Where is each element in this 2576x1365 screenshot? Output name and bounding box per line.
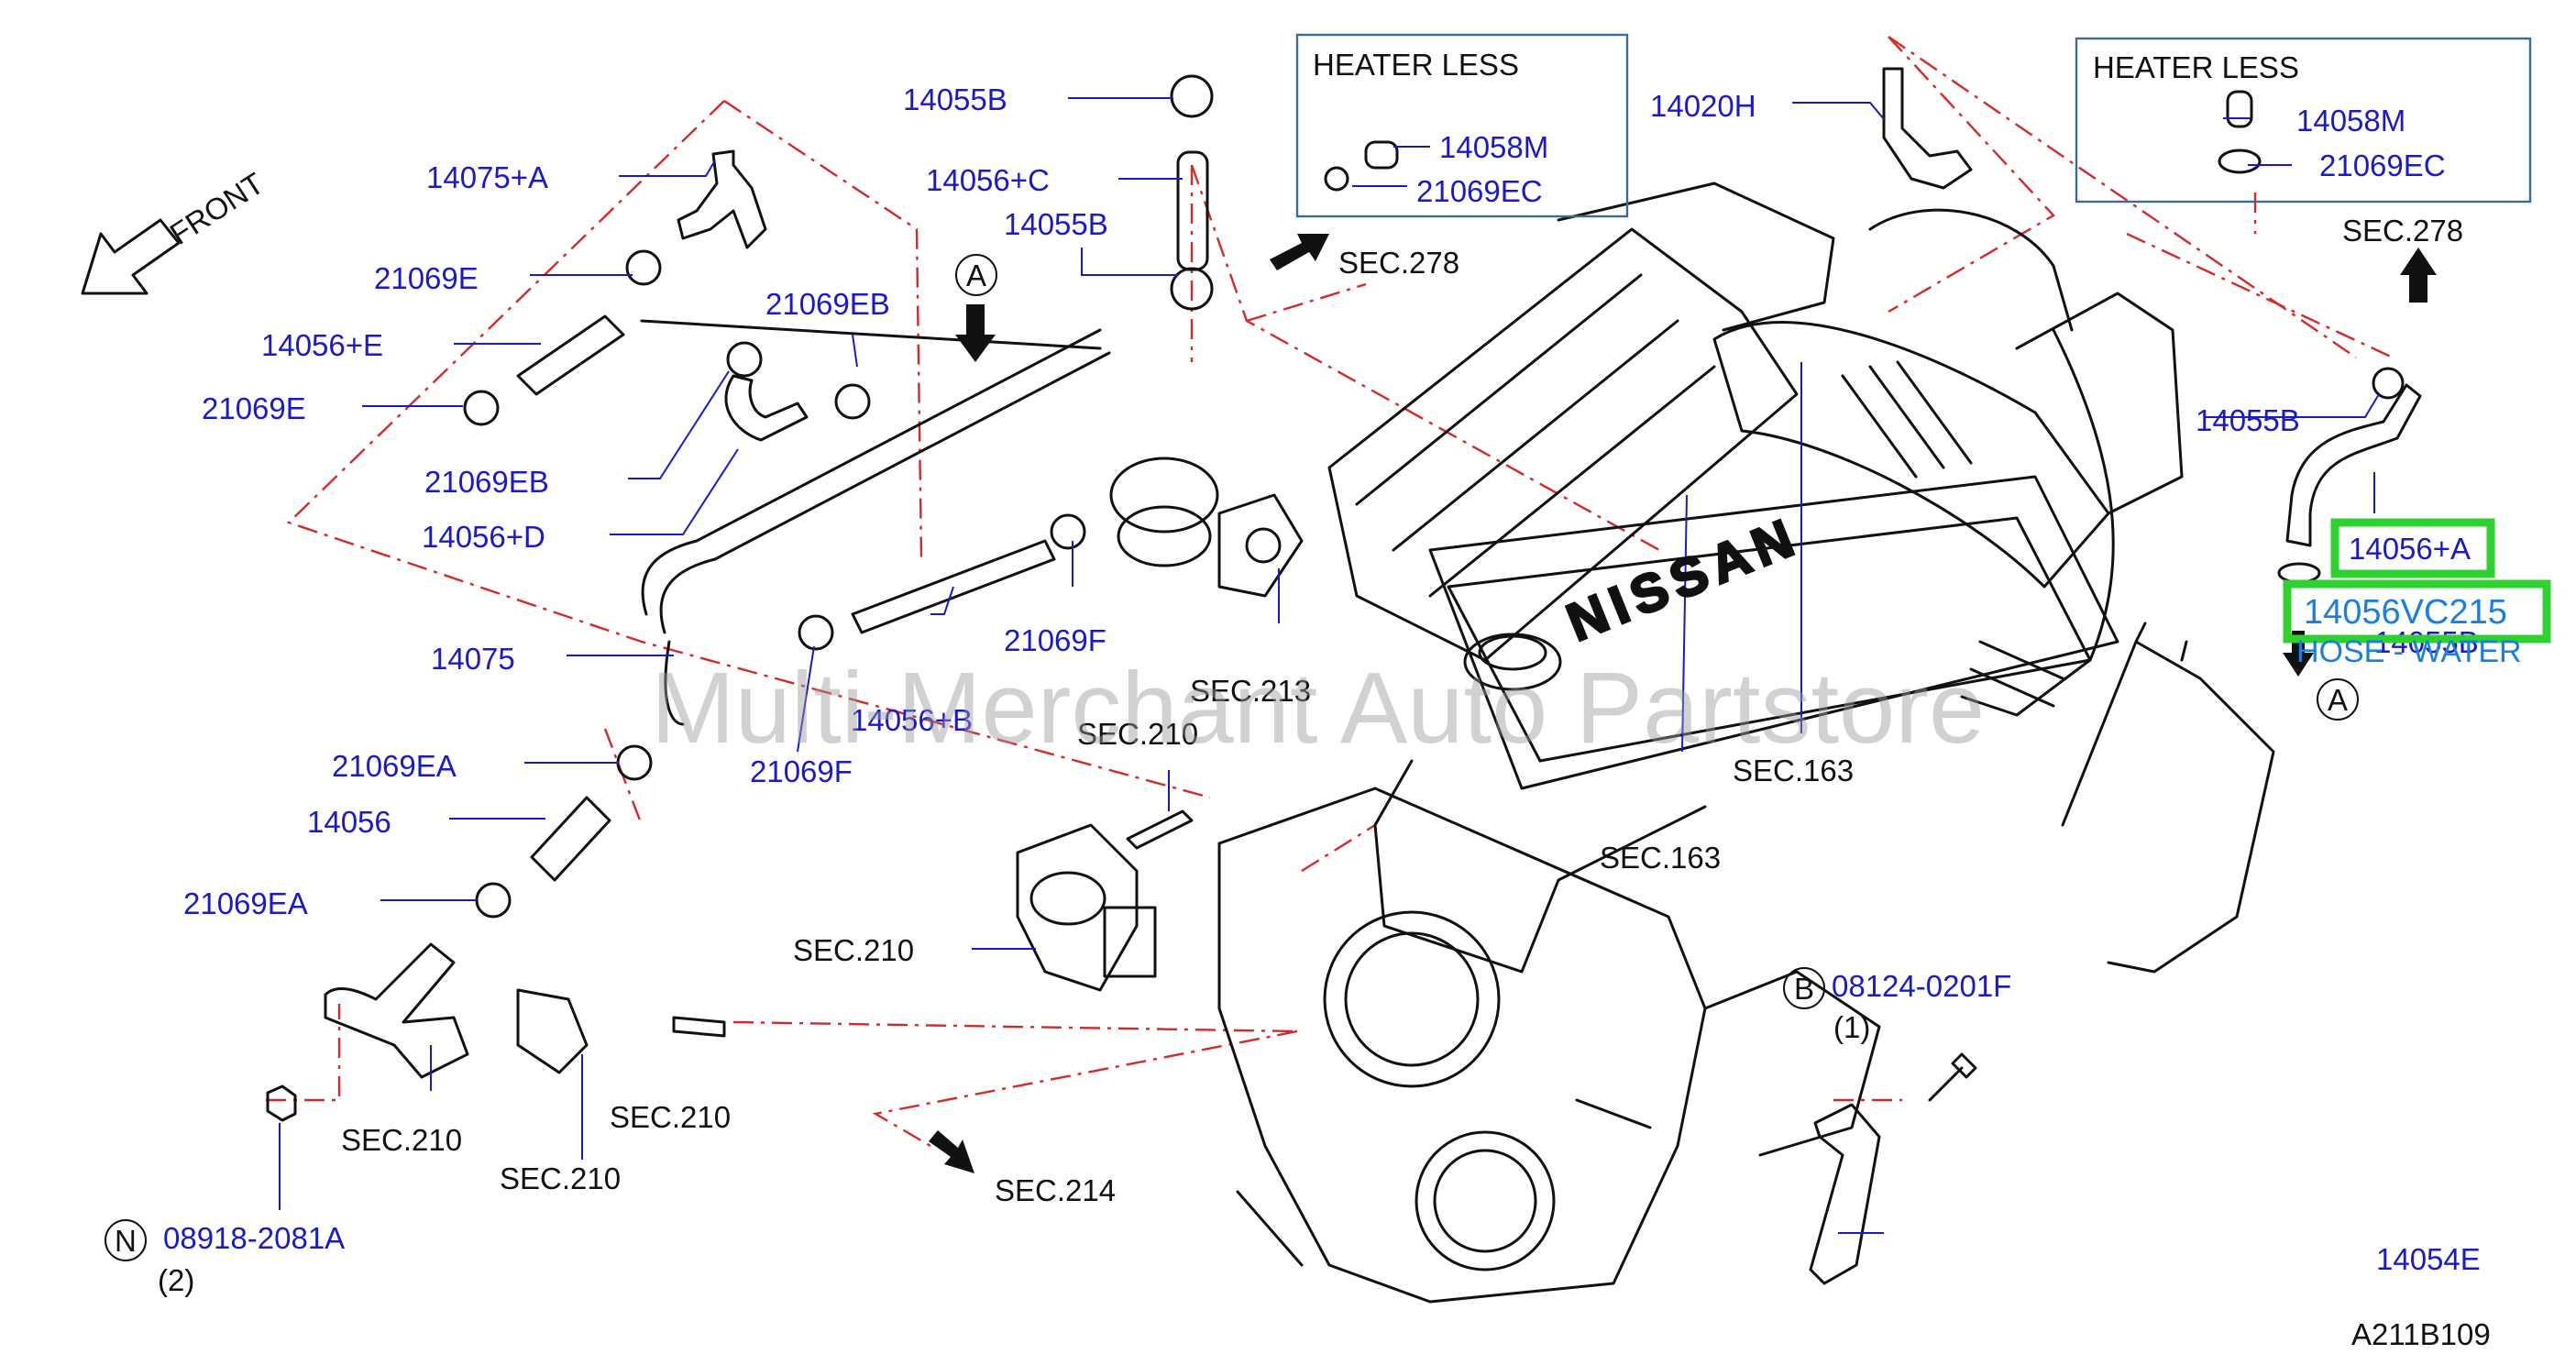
- part-label-14056-b[interactable]: 14056+B: [851, 703, 973, 737]
- sec-label[interactable]: SEC.210: [500, 1161, 621, 1195]
- part-label-14056[interactable]: 14056: [307, 805, 391, 839]
- section-labels: SEC.278 SEC.278 SEC.213 SEC.210 SEC.210 …: [341, 214, 2463, 1207]
- part-label-14055b-3[interactable]: 14055B: [2196, 403, 2300, 437]
- direction-arrows: [81, 218, 2437, 1173]
- part-label-21069f[interactable]: 21069F: [750, 754, 853, 788]
- front-arrow-icon: [81, 218, 181, 295]
- sec-label[interactable]: SEC.210: [793, 933, 914, 967]
- part-label-14056-d[interactable]: 14056+D: [422, 520, 545, 554]
- leader-lines: [279, 97, 2380, 1234]
- heater-box-right-title: HEATER LESS: [2093, 50, 2299, 84]
- sec-label[interactable]: SEC.210: [610, 1100, 731, 1134]
- part-label-14055b-2[interactable]: 14055B: [1004, 207, 1108, 241]
- part-label-08918-2081a[interactable]: 08918-2081A: [163, 1221, 345, 1255]
- part-label-21069ea-2[interactable]: 21069EA: [183, 886, 308, 920]
- connection-lines: [266, 36, 2394, 1148]
- heater-less-box-right: HEATER LESS 14058M 21069EC: [2075, 37, 2532, 204]
- part-label-21069f-2[interactable]: 21069F: [1004, 623, 1106, 657]
- part-label-21069ea[interactable]: 21069EA: [332, 749, 457, 783]
- sec-label[interactable]: SEC.278: [2342, 214, 2463, 248]
- highlight-box-14056-a: [2330, 518, 2495, 578]
- part-label-14056vc215[interactable]: 14056VC215: [2304, 593, 2507, 632]
- part-label-14056-a[interactable]: 14056+A: [2349, 532, 2471, 566]
- part-label-14054e[interactable]: 14054E: [2376, 1242, 2481, 1276]
- part-label[interactable]: 21069EC: [1416, 174, 1543, 208]
- sec-label[interactable]: SEC.163: [1600, 841, 1721, 875]
- sec-label[interactable]: SEC.214: [995, 1173, 1116, 1207]
- qty-label: (1): [1833, 1010, 1870, 1044]
- part-label-21069e[interactable]: 21069E: [374, 261, 479, 295]
- part-label-14075[interactable]: 14075: [431, 642, 515, 676]
- part-label-14075-a[interactable]: 14075+A: [426, 160, 548, 194]
- callout-a-2: A: [2328, 683, 2348, 717]
- part-label[interactable]: 14058M: [2296, 104, 2405, 138]
- part-label-21069e-2[interactable]: 21069E: [202, 391, 306, 425]
- callouts: A A B N: [105, 254, 2359, 1261]
- heater-less-box-left: HEATER LESS 14058M 21069EC: [1295, 33, 1629, 218]
- callout-n: N: [115, 1224, 137, 1258]
- part-label-21069eb-2[interactable]: 21069EB: [424, 465, 549, 499]
- arrow-right-icon: [1270, 234, 1329, 270]
- heater-box-left-title: HEATER LESS: [1313, 48, 1519, 82]
- highlight-box-14056vc215: [2283, 579, 2551, 644]
- callout-a: A: [966, 259, 986, 292]
- part-label-14056-c[interactable]: 14056+C: [926, 163, 1050, 197]
- sec-label[interactable]: SEC.213: [1190, 674, 1311, 708]
- arrow-down-icon-right: [2283, 631, 2314, 677]
- part-description: HOSE - WATER: [2296, 634, 2522, 669]
- sec-label[interactable]: SEC.278: [1338, 246, 1459, 280]
- figure-code: A211B109: [2351, 1317, 2491, 1351]
- part-label-14055b[interactable]: 14055B: [903, 83, 1007, 116]
- sec-label[interactable]: SEC.210: [1077, 717, 1198, 751]
- part-label-21069eb[interactable]: 21069EB: [765, 287, 890, 321]
- arrow-down-icon: [955, 304, 996, 362]
- part-label-14056-e[interactable]: 14056+E: [261, 328, 383, 362]
- watermark: Multi-Merchant Auto Partstore: [651, 652, 1985, 765]
- part-label[interactable]: 14058M: [1439, 130, 1548, 164]
- part-labels: 14075+A 21069E 14056+E 21069E 14055B 140…: [158, 83, 2481, 1297]
- sec-label[interactable]: SEC.210: [341, 1123, 462, 1157]
- part-label-14020h[interactable]: 14020H: [1650, 89, 1756, 123]
- part-label-08124-0201f[interactable]: 08124-0201F: [1832, 969, 2011, 1003]
- highlighted-parts: 14056+A 14055B 14056VC215 HOSE - WATER: [2283, 518, 2551, 669]
- arrow-down-right-icon: [929, 1130, 974, 1173]
- engine-drawing: [266, 67, 2422, 1304]
- sec-label[interactable]: SEC.163: [1733, 754, 1854, 787]
- part-label[interactable]: 21069EC: [2319, 149, 2446, 182]
- arrow-up-icon: [2400, 248, 2437, 303]
- qty-label-2: (2): [158, 1263, 194, 1297]
- front-label: FRONT: [164, 166, 270, 251]
- callout-b: B: [1794, 972, 1814, 1006]
